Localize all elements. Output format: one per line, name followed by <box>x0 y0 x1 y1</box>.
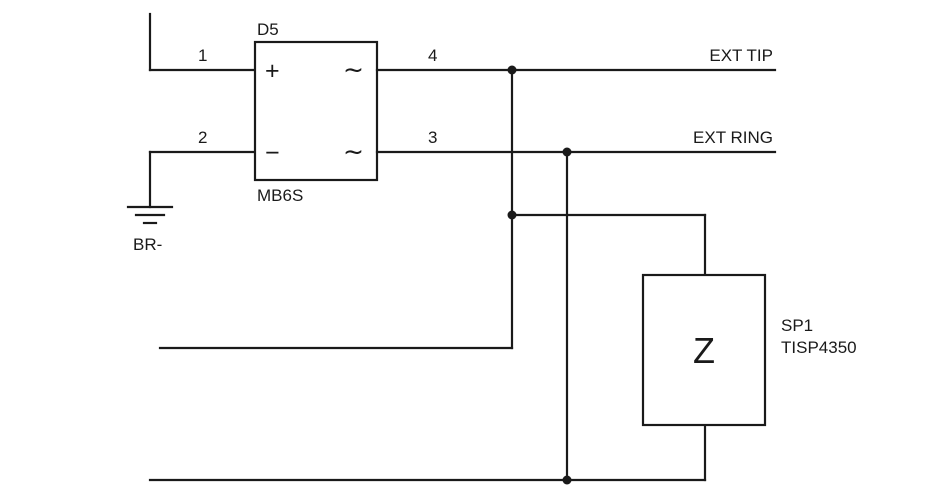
bridge-rectifier-body <box>253 40 379 182</box>
junction-dot-branch <box>507 210 517 220</box>
minus-symbol: − <box>265 139 280 167</box>
suppressor-symbol: Z <box>693 330 715 371</box>
pin4-number: 4 <box>428 46 437 65</box>
net-ext-ring-label: EXT RING <box>693 128 773 147</box>
junction-dot-tip <box>507 65 517 75</box>
junction-dot-bottom <box>562 475 572 485</box>
pin3-number: 3 <box>428 128 437 147</box>
bridge-ref-label: D5 <box>257 20 279 39</box>
suppressor-part-label: TISP4350 <box>781 338 857 357</box>
pin1-number: 1 <box>198 46 207 65</box>
ground-symbol <box>126 205 174 225</box>
ac-symbol-bottom: ∼ <box>343 138 364 166</box>
ac-symbol-top: ∼ <box>343 56 364 84</box>
ground-net-label: BR- <box>133 235 162 254</box>
pin2-number: 2 <box>198 128 207 147</box>
junction-dot-ring <box>562 147 572 157</box>
suppressor-ref-label: SP1 <box>781 316 813 335</box>
bridge-part-label: MB6S <box>257 186 303 205</box>
suppressor-body <box>641 273 767 427</box>
net-ext-tip-label: EXT TIP <box>709 46 773 65</box>
plus-symbol: + <box>265 57 280 85</box>
